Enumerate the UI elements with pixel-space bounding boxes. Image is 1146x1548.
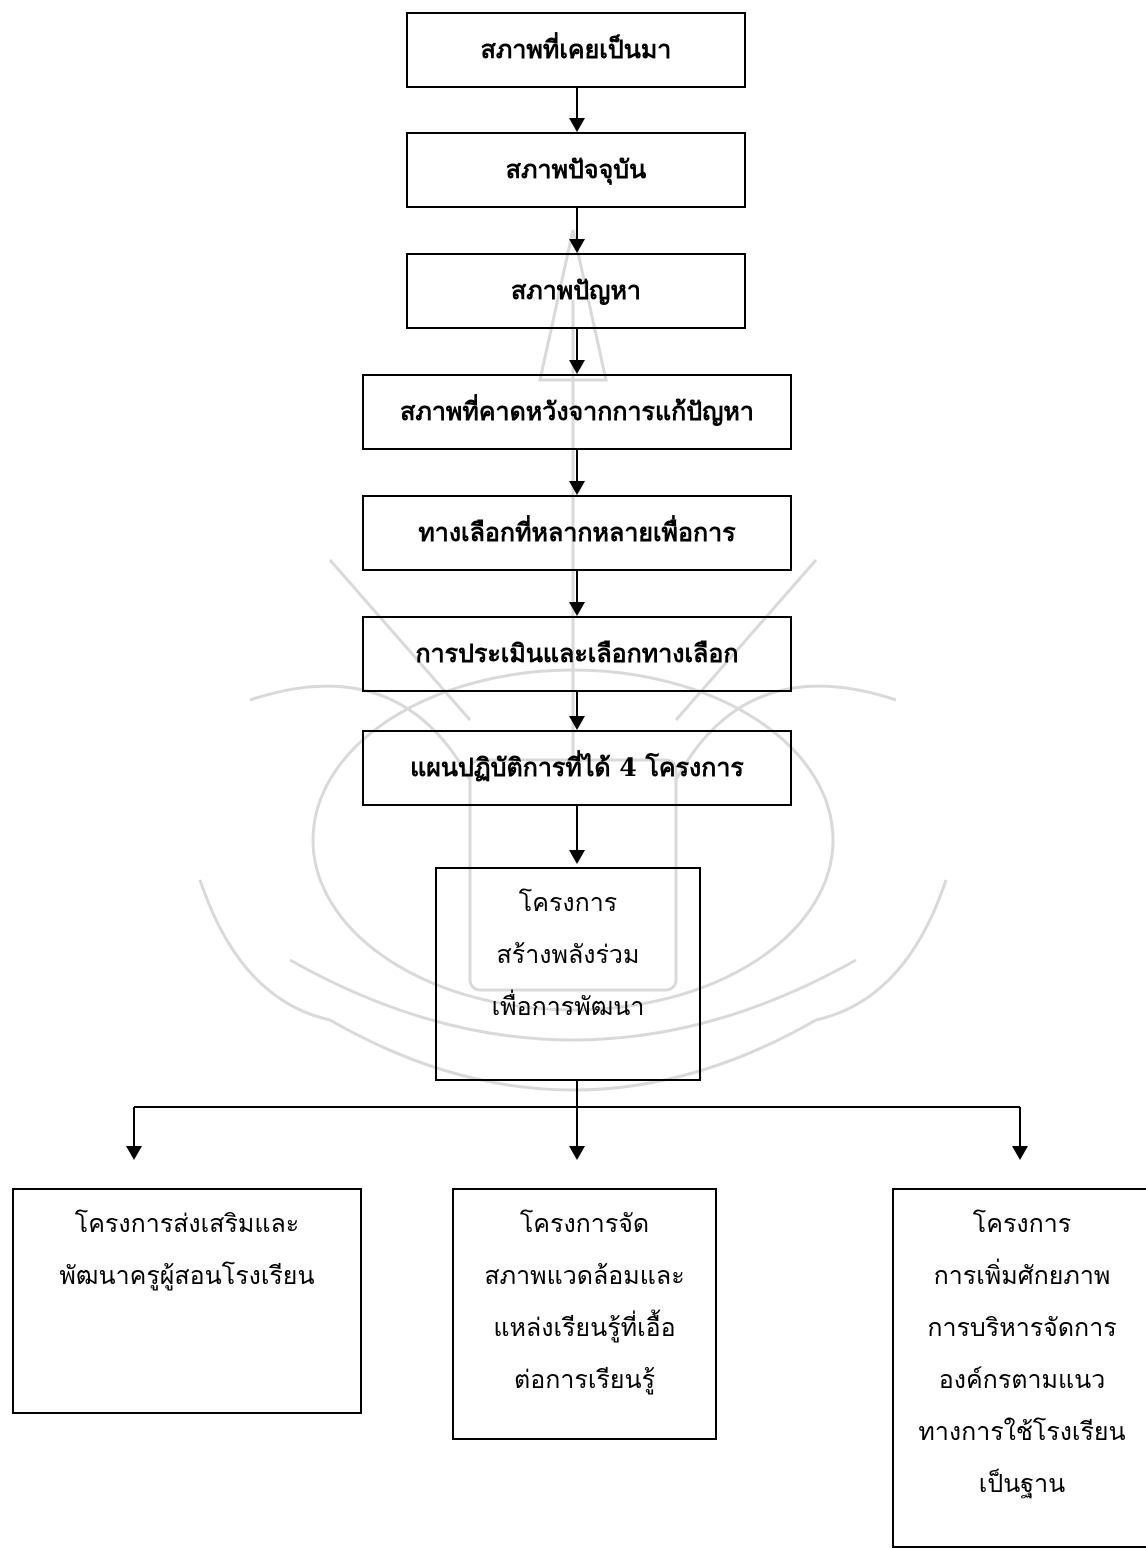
- sub-project-line: พัฒนาครูผู้สอนโรงเรียน: [59, 1261, 315, 1290]
- arrow-step4-to-step5-head: [569, 481, 585, 495]
- step-action-plan: แผนปฏิบัติการที่ได้ 4 โครงการ: [362, 730, 792, 806]
- step-label: สภาพที่คาดหวังจากการแก้ปัญหา: [400, 397, 754, 426]
- sub-project-line: โครงการ: [972, 1209, 1072, 1238]
- sub-project-line: ต่อการเรียนรู้: [514, 1365, 655, 1394]
- main-project-box: โครงการ สร้างพลังร่วม เพื่อการพัฒนา: [435, 867, 701, 1081]
- step-label: แผนปฏิบัติการที่ได้ 4 โครงการ: [410, 753, 744, 782]
- arrow-to-sub-project-3-head: [1012, 1146, 1028, 1160]
- arrow-step5-to-step6-head: [569, 602, 585, 616]
- step-problem-condition: สภาพปัญหา: [406, 253, 746, 329]
- arrow-step6-to-step7-head: [569, 716, 585, 730]
- arrow-step3-to-step4-head: [569, 360, 585, 374]
- sub-project-line: การบริหารจัดการ: [927, 1313, 1117, 1342]
- sub-project-line: แหล่งเรียนรู้ที่เอื้อ: [493, 1313, 676, 1342]
- step-expected-condition: สภาพที่คาดหวังจากการแก้ปัญหา: [362, 374, 792, 450]
- step-evaluate-and-select: การประเมินและเลือกทางเลือก: [362, 616, 792, 692]
- arrow-to-sub-project-1-head: [126, 1146, 142, 1160]
- main-project-line: เพื่อการพัฒนา: [491, 992, 645, 1021]
- sub-project-line: ทางการใช้โรงเรียน: [918, 1417, 1126, 1446]
- sub-project-line: โครงการส่งเสริมและ: [74, 1209, 300, 1238]
- arrow-to-sub-project-2-head: [569, 1146, 585, 1160]
- sub-project-line: เป็นฐาน: [978, 1469, 1066, 1498]
- step-label: สภาพปัจจุบัน: [505, 155, 647, 184]
- sub-project-management-capacity: โครงการ การเพิ่มศักยภาพ การบริหารจัดการ …: [892, 1188, 1146, 1548]
- main-project-line: โครงการ: [518, 888, 618, 917]
- step-label: สภาพปัญหา: [511, 276, 641, 305]
- sub-project-line: สภาพแวดล้อมและ: [484, 1261, 685, 1290]
- step-label: การประเมินและเลือกทางเลือก: [415, 639, 739, 668]
- sub-project-learning-environment: โครงการจัด สภาพแวดล้อมและ แหล่งเรียนรู้ท…: [452, 1188, 717, 1440]
- arrow-step7-to-main-project-head: [569, 850, 585, 864]
- sub-project-teacher-development: โครงการส่งเสริมและ พัฒนาครูผู้สอนโรงเรีย…: [12, 1188, 362, 1414]
- step-label: สภาพที่เคยเป็นมา: [480, 35, 672, 64]
- arrow-step2-to-step3-head: [569, 239, 585, 253]
- main-project-line: สร้างพลังร่วม: [496, 940, 640, 969]
- sub-project-line: การเพิ่มศักยภาพ: [933, 1261, 1111, 1290]
- arrow-step1-to-step2-head: [569, 118, 585, 132]
- step-current-condition: สภาพปัจจุบัน: [406, 132, 746, 208]
- sub-project-line: องค์กรตามแนว: [938, 1365, 1106, 1394]
- step-diverse-options: ทางเลือกที่หลากหลายเพื่อการ: [362, 495, 792, 571]
- step-past-condition: สภาพที่เคยเป็นมา: [406, 12, 746, 88]
- sub-project-line: โครงการจัด: [519, 1209, 650, 1238]
- step-label: ทางเลือกที่หลากหลายเพื่อการ: [418, 518, 736, 547]
